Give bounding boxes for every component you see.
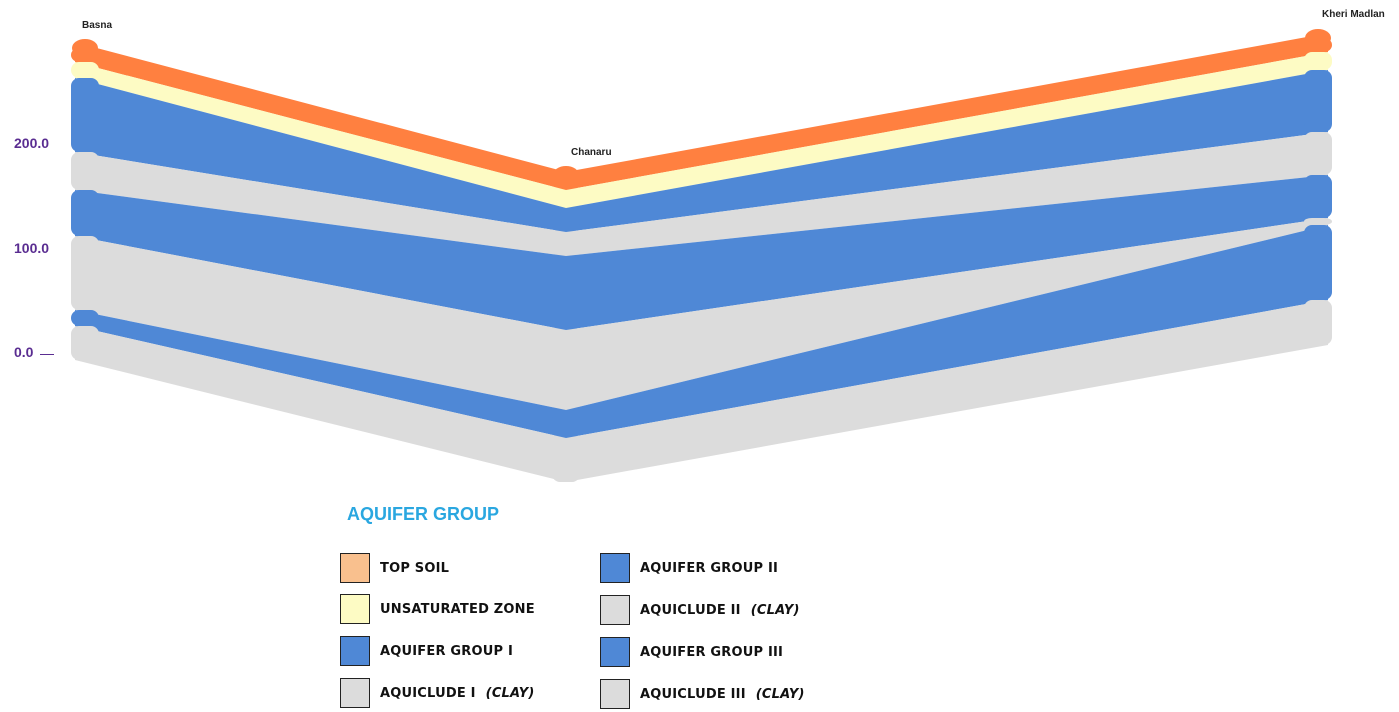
legend-item-top-soil: TOP SOIL	[340, 551, 449, 585]
aquiclude-1-layer-column-cap	[552, 232, 580, 256]
site-label-chanaru: Chanaru	[571, 147, 612, 158]
aquiclude-1-layer-column-cap	[71, 152, 99, 190]
aquifer-group-3-layer-band	[75, 225, 1328, 438]
legend-title: AQUIFER GROUP	[347, 504, 500, 524]
aquiclude-1-layer-band	[75, 132, 1328, 256]
unsaturated-zone-layer-column-cap	[552, 190, 580, 208]
legend-swatch	[600, 553, 630, 583]
legend-item-aquifer-group-1: AQUIFER GROUP I	[340, 634, 513, 668]
aquifer-group-3-layer	[71, 225, 1332, 438]
axis-tick-label: 100.0	[14, 240, 50, 256]
aquiclude-2-layer-column-cap	[1304, 218, 1332, 225]
aquifer-group-2-layer	[71, 175, 1332, 330]
aquifer-group-3-layer-column-cap	[71, 310, 99, 326]
aquifer-group-2-layer-band	[75, 175, 1328, 330]
aquiclude-2-layer-column-cap	[71, 236, 99, 310]
site-label-kheri-madlan: Kheri Madlan	[1322, 9, 1385, 20]
borehole-marker	[72, 39, 98, 57]
aquiclude-1-layer	[71, 132, 1332, 256]
legend-swatch	[340, 553, 370, 583]
legend-label: AQUIFER GROUP I	[380, 643, 513, 659]
axis-tick-label: 200.0	[14, 135, 50, 151]
legend-label: TOP SOIL	[380, 560, 450, 576]
legend-label: AQUICLUDE I	[380, 685, 476, 701]
legend-swatch	[600, 679, 630, 709]
legend-label: AQUICLUDE II	[640, 602, 741, 618]
legend-note: (CLAY)	[755, 686, 805, 702]
aquiclude-3-layer-band	[75, 300, 1328, 482]
aquifer-group-2-layer-column-cap	[71, 190, 99, 236]
legend-item-aquifer-group-2: AQUIFER GROUP II	[600, 551, 778, 585]
axis-tick-mark	[40, 354, 54, 355]
axis-tick-label: 0.0	[14, 344, 34, 360]
unsaturated-zone-layer	[71, 52, 1332, 208]
legend-item-aquiclude-3: AQUICLUDE III (CLAY)	[600, 677, 805, 711]
aquifer-group-1-layer	[71, 70, 1332, 232]
site-label-basna: Basna	[82, 20, 113, 31]
aquiclude-3-layer	[71, 300, 1332, 482]
legend-swatch	[340, 678, 370, 708]
aquifer-group-1-layer-column-cap	[552, 208, 580, 232]
aquifer-group-1-layer-column-cap	[71, 78, 99, 152]
aquifer-group-3-layer-column-cap	[1304, 225, 1332, 300]
aquifer-group-1-layer-band	[75, 70, 1328, 232]
borehole-marker	[1305, 29, 1331, 47]
legend-note: (CLAY)	[485, 685, 535, 701]
legend-label: AQUICLUDE III	[640, 686, 746, 702]
aquiclude-3-layer-column-cap	[552, 438, 580, 482]
unsaturated-zone-layer-column-cap	[1304, 52, 1332, 70]
aquifer-group-1-layer-column-cap	[1304, 70, 1332, 132]
aquiclude-2-layer	[71, 218, 1332, 410]
legend-label: AQUIFER GROUP III	[640, 644, 784, 660]
legend-item-aquifer-group-3: AQUIFER GROUP III	[600, 635, 783, 669]
legend-swatch	[340, 594, 370, 624]
aquiclude-2-layer-band	[75, 218, 1328, 410]
unsaturated-zone-layer-column-cap	[71, 62, 99, 78]
unsaturated-zone-layer-band	[75, 52, 1328, 208]
legend-item-aquiclude-2: AQUICLUDE II (CLAY)	[600, 593, 800, 627]
aquifer-group-3-layer-column-cap	[552, 410, 580, 438]
aquiclude-2-layer-column-cap	[552, 330, 580, 410]
aquiclude-3-layer-column-cap	[1304, 300, 1332, 345]
legend-label: UNSATURATED ZONE	[380, 601, 535, 617]
legend-swatch	[600, 595, 630, 625]
cross-section-diagram	[71, 29, 1332, 482]
legend-item-aquiclude-1: AQUICLUDE I (CLAY)	[340, 676, 535, 710]
legend-note: (CLAY)	[750, 602, 800, 618]
borehole-marker	[553, 166, 579, 184]
legend-label: AQUIFER GROUP II	[640, 560, 779, 576]
aquifer-group-2-layer-column-cap	[1304, 175, 1332, 218]
legend-item-unsaturated-zone: UNSATURATED ZONE	[340, 592, 535, 626]
legend-swatch	[340, 636, 370, 666]
aquiclude-1-layer-column-cap	[1304, 132, 1332, 175]
aquifer-group-2-layer-column-cap	[552, 256, 580, 330]
aquiclude-3-layer-column-cap	[71, 326, 99, 360]
legend-swatch	[600, 637, 630, 667]
